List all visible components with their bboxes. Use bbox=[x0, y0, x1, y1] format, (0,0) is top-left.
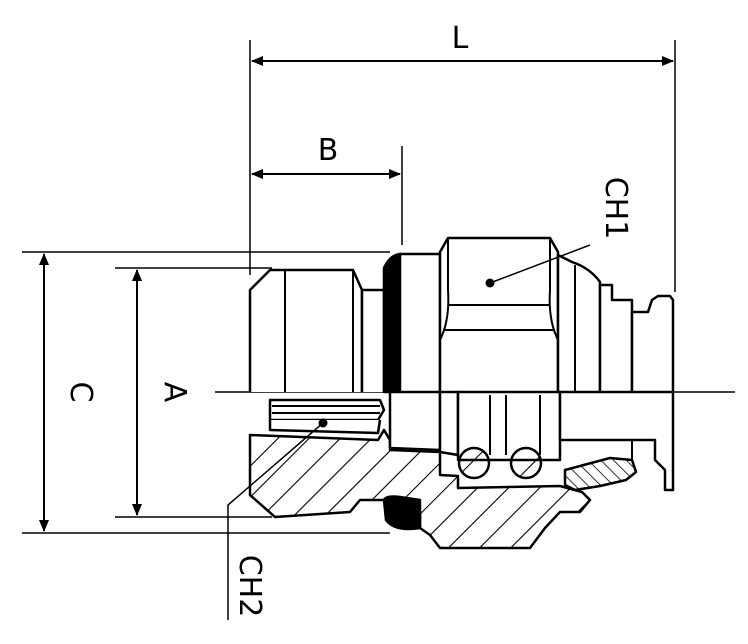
leader-ch1 bbox=[489, 244, 591, 284]
retaining-ball-1 bbox=[457, 446, 491, 480]
collet bbox=[456, 390, 562, 462]
retaining-ball-2 bbox=[509, 446, 543, 480]
hex-nut-ch1 bbox=[438, 236, 560, 392]
label-b: B bbox=[318, 133, 339, 168]
collar-upper bbox=[556, 253, 602, 392]
fitting-section-view bbox=[248, 390, 675, 550]
label-c: C bbox=[63, 382, 98, 403]
inner-tube-zone bbox=[438, 390, 460, 457]
leader-lines bbox=[227, 244, 591, 620]
label-ch2: CH2 bbox=[232, 555, 267, 618]
leader-ch2-dot bbox=[318, 418, 328, 428]
label-l: L bbox=[452, 21, 469, 56]
sleeve-clip-section bbox=[563, 456, 638, 492]
seal-ring-lower bbox=[382, 495, 422, 531]
threaded-end-upper bbox=[248, 268, 364, 392]
inner-bore bbox=[388, 390, 442, 452]
release-sleeve-lower bbox=[558, 390, 675, 492]
release-ring-upper bbox=[630, 294, 675, 392]
thread-section bbox=[268, 398, 386, 435]
leader-ch2 bbox=[227, 422, 324, 620]
leader-ch1-dot bbox=[485, 278, 495, 288]
release-sleeve-upper bbox=[598, 283, 634, 392]
fitting-upper-view bbox=[248, 236, 675, 394]
label-ch1: CH1 bbox=[598, 177, 633, 240]
body-section bbox=[248, 428, 592, 550]
seal-ring-upper bbox=[382, 252, 402, 394]
body-shoulder-upper bbox=[398, 252, 442, 392]
label-a: A bbox=[157, 382, 192, 403]
neck-upper bbox=[360, 288, 386, 392]
